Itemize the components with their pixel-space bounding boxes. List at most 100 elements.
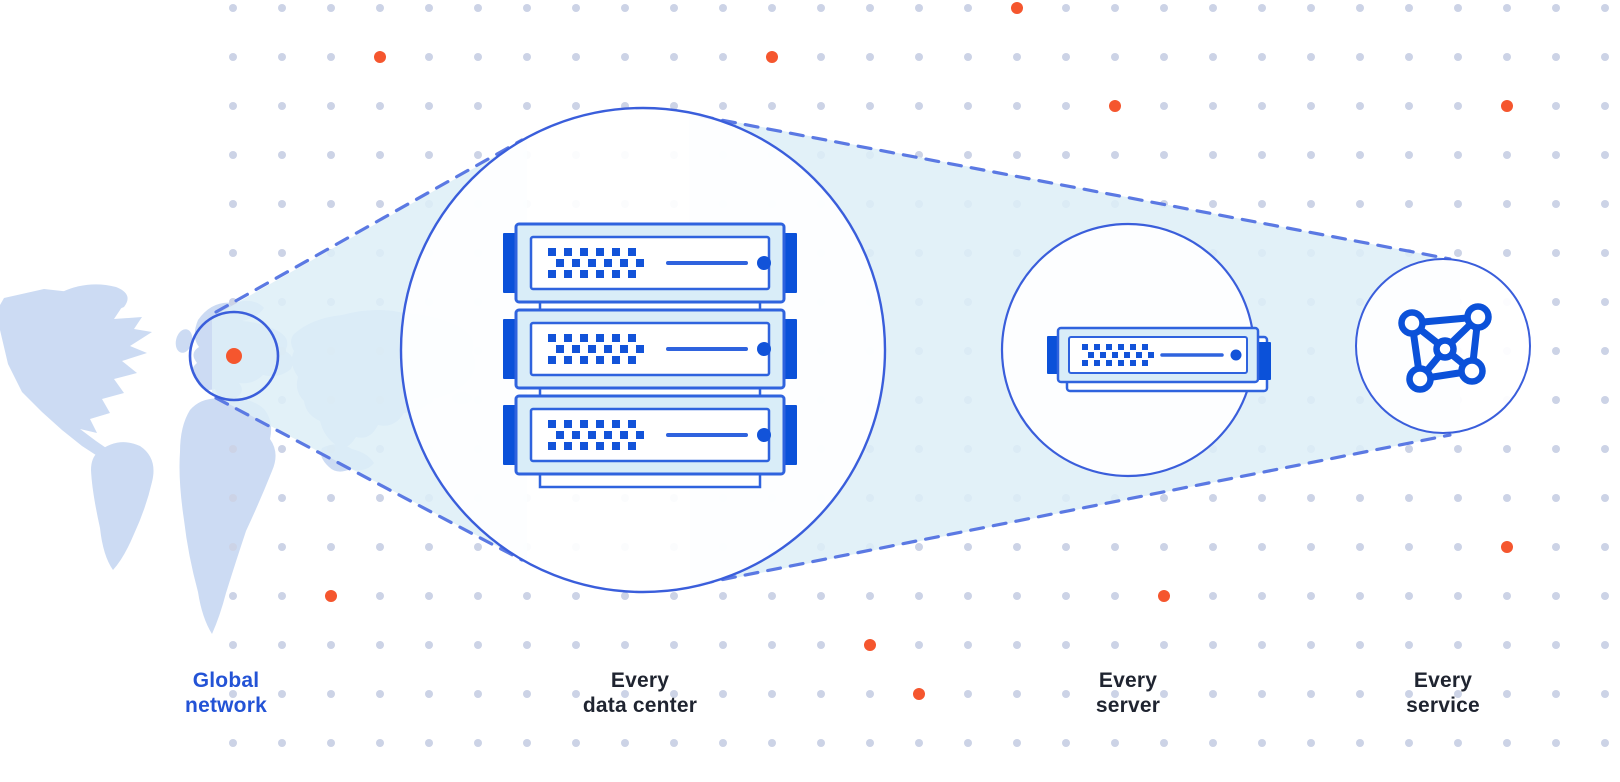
grid-dot — [719, 690, 727, 698]
grid-dot — [768, 739, 776, 747]
grid-dot — [915, 543, 923, 551]
grid-dot — [1111, 690, 1119, 698]
grid-dot — [1160, 102, 1168, 110]
grid-dot — [621, 592, 629, 600]
grid-dot — [1307, 739, 1315, 747]
grid-dot — [376, 543, 384, 551]
grid-dot — [621, 641, 629, 649]
grid-dot — [1454, 445, 1462, 453]
grid-dot — [1601, 151, 1609, 159]
grid-dot — [474, 102, 482, 110]
grid-dot — [1356, 641, 1364, 649]
grid-dot — [1062, 592, 1070, 600]
grid-dot — [964, 739, 972, 747]
grid-dot — [1405, 4, 1413, 12]
grid-dot — [866, 739, 874, 747]
grid-dot — [719, 592, 727, 600]
grid-dot — [474, 151, 482, 159]
grid-dot — [1503, 249, 1511, 257]
grid-dot — [278, 53, 286, 61]
grid-dot — [1356, 4, 1364, 12]
grid-dot — [817, 4, 825, 12]
grid-dot — [817, 592, 825, 600]
server-unit-1 — [501, 222, 799, 317]
grid-dot — [1454, 151, 1462, 159]
grid-dot — [1601, 739, 1609, 747]
grid-dot — [1405, 151, 1413, 159]
server-led — [1230, 349, 1242, 361]
server-right-ear — [1257, 342, 1271, 380]
label-line: network — [185, 694, 267, 717]
grid-dot — [474, 641, 482, 649]
grid-dot — [1454, 102, 1462, 110]
grid-dot — [1552, 494, 1560, 502]
grid-dot — [1601, 494, 1609, 502]
grid-dot — [1013, 739, 1021, 747]
grid-dot — [1503, 53, 1511, 61]
grid-dot — [376, 641, 384, 649]
grid-dot — [670, 53, 678, 61]
grid-dot — [1013, 641, 1021, 649]
grid-dot — [1405, 445, 1413, 453]
grid-dot — [1552, 298, 1560, 306]
grid-dot — [1258, 4, 1266, 12]
grid-dot — [1062, 53, 1070, 61]
grid-dot — [229, 4, 237, 12]
grid-dot — [229, 592, 237, 600]
grid-dot — [1160, 543, 1168, 551]
grid-dot — [1160, 690, 1168, 698]
grid-dot — [1209, 739, 1217, 747]
grid-dot — [278, 592, 286, 600]
grid-dot — [915, 592, 923, 600]
grid-dot — [1013, 53, 1021, 61]
grid-dot — [817, 102, 825, 110]
grid-dot — [1258, 543, 1266, 551]
grid-dot — [1503, 445, 1511, 453]
grid-dot — [1601, 592, 1609, 600]
grid-dot — [1552, 592, 1560, 600]
grid-dot — [1503, 151, 1511, 159]
grid-dot — [1405, 200, 1413, 208]
grid-dot — [229, 102, 237, 110]
grid-dot — [1307, 543, 1315, 551]
grid-dot — [1160, 151, 1168, 159]
grid-dot — [1454, 690, 1462, 698]
grid-dot — [327, 739, 335, 747]
grid-dot — [915, 739, 923, 747]
label-line: Every — [1413, 669, 1473, 692]
grid-dot — [229, 53, 237, 61]
grid-dot — [278, 151, 286, 159]
node-center — [1433, 337, 1457, 361]
label-line: Every — [610, 669, 670, 692]
grid-dot — [278, 641, 286, 649]
grid-dot — [1552, 200, 1560, 208]
grid-dot — [1552, 641, 1560, 649]
grid-dot — [523, 592, 531, 600]
grid-dot — [523, 739, 531, 747]
grid-dot — [866, 102, 874, 110]
grid-dot — [278, 249, 286, 257]
grid-dot — [1258, 592, 1266, 600]
grid-dot — [1111, 53, 1119, 61]
grid-dot — [523, 53, 531, 61]
grid-dot — [572, 641, 580, 649]
grid-dot — [670, 641, 678, 649]
grid-dot — [1503, 4, 1511, 12]
node-bottom-left — [1406, 365, 1434, 393]
server-unit-3 — [501, 394, 799, 489]
grid-dot — [1062, 641, 1070, 649]
grid-dot — [425, 641, 433, 649]
grid-dot — [229, 200, 237, 208]
map-south-america — [91, 442, 154, 570]
label-every-server: Every server — [1096, 668, 1160, 718]
grid-dot — [376, 200, 384, 208]
grid-dot — [1160, 739, 1168, 747]
grid-dot — [1601, 445, 1609, 453]
grid-dot — [1405, 592, 1413, 600]
label-line: server — [1095, 694, 1161, 717]
grid-dot — [1601, 102, 1609, 110]
grid-dot — [1062, 102, 1070, 110]
grid-dot — [621, 690, 629, 698]
grid-dot — [964, 690, 972, 698]
grid-dot — [1454, 200, 1462, 208]
